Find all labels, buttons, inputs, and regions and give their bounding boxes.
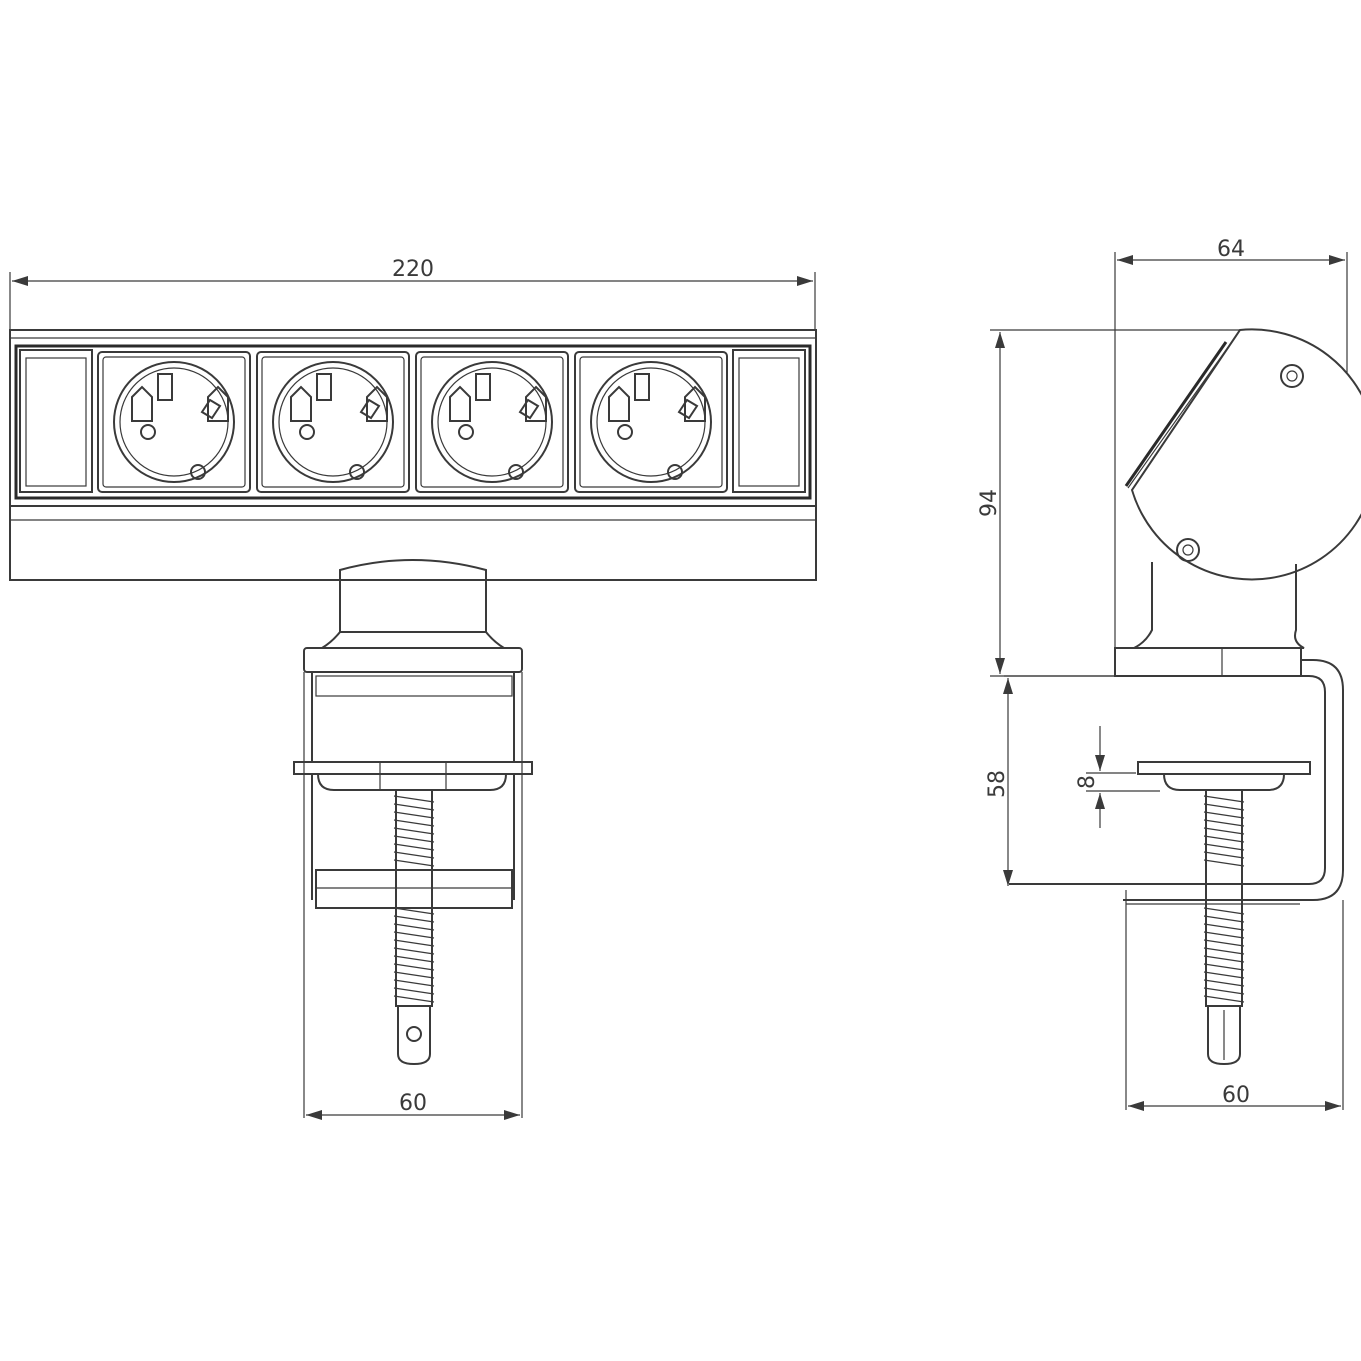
- dim-60-side-label: 60: [1222, 1083, 1250, 1108]
- side-view: 64 94: [977, 237, 1361, 1111]
- dim-60-front-label: 60: [399, 1091, 427, 1116]
- side-neck: [1114, 562, 1305, 677]
- side-screw: [1203, 789, 1245, 1066]
- front-view: 220: [9, 257, 817, 1120]
- dim-220-label: 220: [392, 257, 434, 282]
- side-pressure-plate: 8: [1075, 726, 1311, 828]
- side-clamp-frame: [1009, 659, 1344, 1110]
- dim-64-label: 64: [1217, 237, 1245, 262]
- socket-strip-housing: [9, 329, 817, 581]
- side-clamp-width-dimension: 60: [1128, 1083, 1341, 1111]
- side-clamp-height-dimension: 58: [985, 675, 1130, 886]
- front-clamp: [293, 647, 533, 1118]
- front-clamp-width-dimension: 60: [306, 1091, 520, 1120]
- side-depth-dimension: 64: [1114, 237, 1348, 650]
- front-neck: [318, 559, 508, 649]
- side-head: [1124, 328, 1361, 581]
- dim-8-label: 8: [1075, 775, 1100, 789]
- front-screw: [393, 789, 435, 1066]
- socket-4: [574, 351, 728, 493]
- socket-1: [97, 351, 251, 493]
- socket-2: [256, 351, 410, 493]
- dim-58-label: 58: [985, 770, 1010, 798]
- dim-94-label: 94: [977, 489, 1002, 517]
- front-width-dimension: 220: [9, 257, 816, 330]
- socket-3: [415, 351, 569, 493]
